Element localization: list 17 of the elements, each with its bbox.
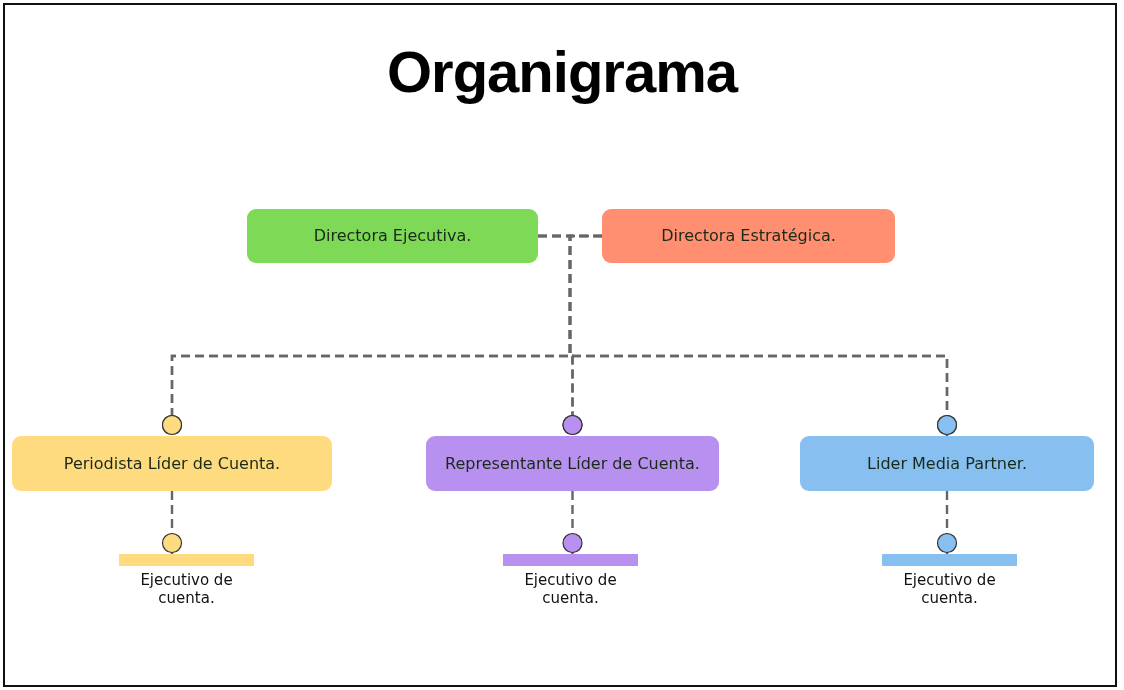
role-label: Directora Ejecutiva. [313, 226, 472, 246]
role-box [800, 436, 1094, 491]
role-box [12, 436, 332, 491]
role-label: Ejecutivo de cuenta. [902, 571, 997, 607]
role-box [602, 209, 895, 263]
role-label: Ejecutivo de cuenta. [139, 571, 234, 607]
dashed-connector [936, 491, 958, 554]
role-label: Periodista Líder de Cuenta. [63, 453, 281, 474]
title: Organigrama [386, 38, 739, 105]
role-label: Lider Media Partner. [867, 453, 1027, 474]
role-box [247, 209, 538, 263]
dashed-connector [562, 491, 583, 554]
role-box [426, 436, 719, 491]
dashed-connector [161, 491, 183, 554]
role-label: Ejecutivo de cuenta. [523, 571, 618, 607]
role-label: Directora Estratégica. [661, 226, 836, 246]
role-label: Representante Líder de Cuenta. [445, 453, 700, 474]
